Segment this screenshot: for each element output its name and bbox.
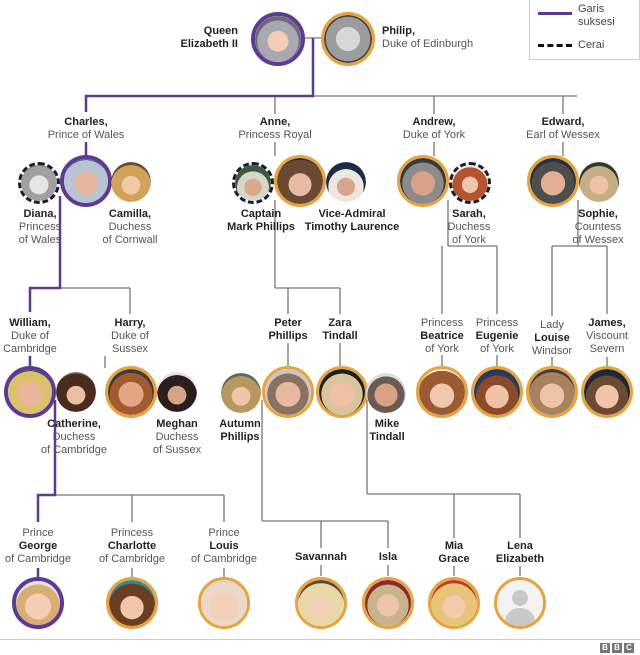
portrait-timothy-laurence xyxy=(326,162,366,202)
portrait-george xyxy=(12,577,64,629)
bbc-logo-b1: B xyxy=(600,643,610,653)
label-edward: Edward,Earl of Wessex xyxy=(526,116,600,141)
portrait-autumn-phillips xyxy=(221,373,261,413)
portrait-diana xyxy=(18,162,60,204)
portrait-zara-tindall xyxy=(316,366,368,418)
portrait-philip xyxy=(321,12,375,66)
portrait-lena-elizabeth-placeholder xyxy=(494,577,546,629)
portrait-harry xyxy=(105,366,157,418)
portrait-peter-phillips xyxy=(262,366,314,418)
portrait-charlotte xyxy=(106,577,158,629)
legend-divorce: Cerai xyxy=(538,39,604,51)
portrait-beatrice xyxy=(416,366,468,418)
portrait-anne xyxy=(274,155,326,207)
label-isla: Isla xyxy=(378,551,398,563)
portrait-savannah xyxy=(295,577,347,629)
legend-succession-label: Garis xyxy=(578,3,605,15)
label-savannah: Savannah xyxy=(295,551,347,563)
bbc-logo: B B C xyxy=(600,643,634,653)
label-philip: Philip,Duke of Edinburgh xyxy=(382,25,474,50)
portrait-louis xyxy=(198,577,250,629)
portrait-camilla xyxy=(111,162,151,202)
portrait-catherine xyxy=(56,372,96,412)
portrait-mark-phillips xyxy=(232,162,274,204)
portrait-elizabeth xyxy=(251,12,305,66)
portrait-charles xyxy=(60,155,112,207)
portrait-mia-grace xyxy=(428,577,480,629)
portrait-isla xyxy=(362,577,414,629)
portrait-mike-tindall xyxy=(366,373,406,413)
bbc-logo-c: C xyxy=(624,643,634,653)
portrait-eugenie xyxy=(471,366,523,418)
legend-succession-label-2: suksesi xyxy=(578,16,615,28)
label-charles: Charles,Prince of Wales xyxy=(47,116,125,141)
portrait-andrew xyxy=(397,155,449,207)
portrait-james xyxy=(581,366,633,418)
portrait-meghan xyxy=(157,372,197,412)
portrait-edward xyxy=(527,155,579,207)
portrait-william xyxy=(4,366,56,418)
succession-line-swatch xyxy=(538,11,572,15)
divorce-line-swatch xyxy=(538,43,572,47)
portrait-louise xyxy=(526,366,578,418)
portrait-sophie xyxy=(579,162,619,202)
legend-divorce-label: Cerai xyxy=(578,39,605,51)
footer-divider xyxy=(0,639,640,640)
bbc-logo-b2: B xyxy=(612,643,622,653)
portrait-sarah xyxy=(449,162,491,204)
label-andrew: Andrew,Duke of York xyxy=(402,116,466,141)
person-silhouette-icon xyxy=(504,590,536,626)
label-anne: Anne,Princess Royal xyxy=(238,116,312,141)
